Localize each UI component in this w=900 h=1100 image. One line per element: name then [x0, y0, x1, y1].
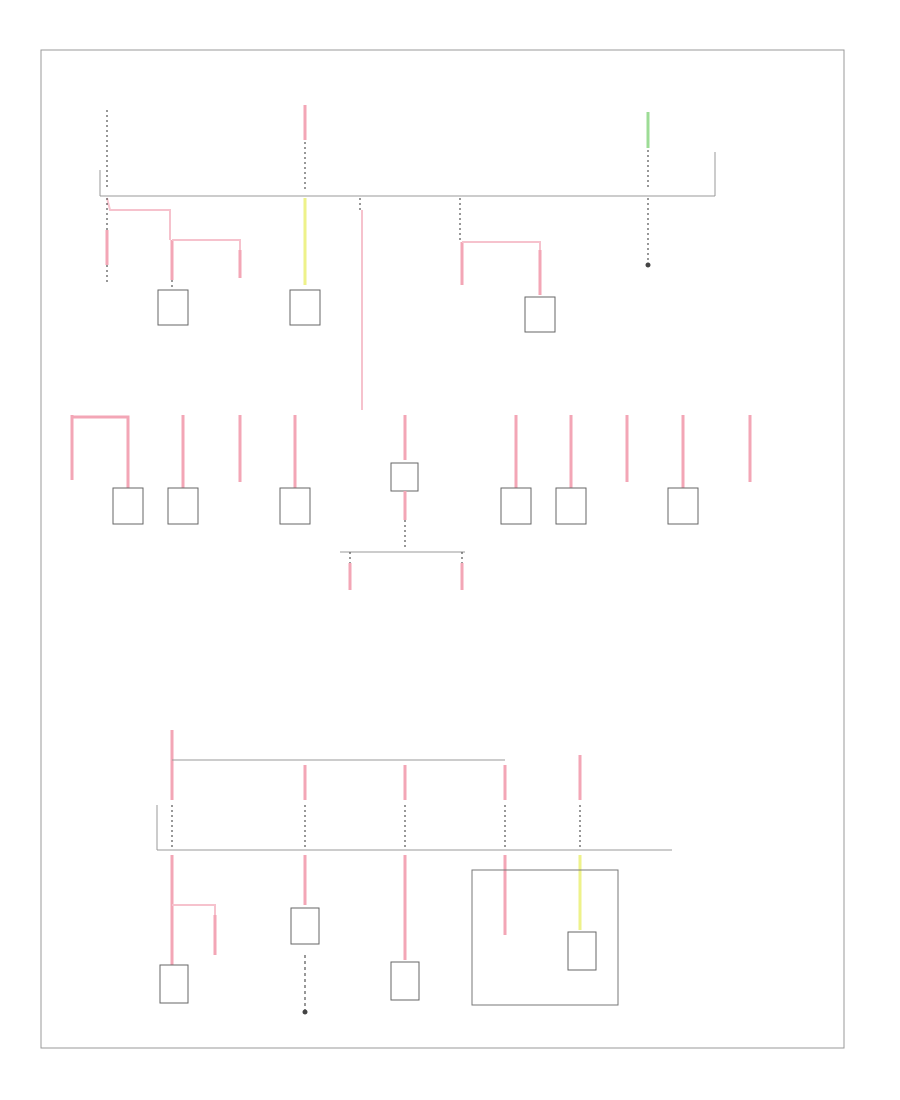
component-middle-8 [555, 487, 587, 525]
component-lower-group-box [471, 869, 619, 1006]
component-lower-5 [390, 961, 420, 1001]
component-lower-7 [567, 931, 597, 971]
component-middle-2 [112, 487, 144, 525]
component-lower-1 [159, 964, 189, 1004]
diagram-frame [40, 49, 845, 1049]
component-lower-3 [290, 907, 320, 945]
component-middle-5 [279, 487, 311, 525]
component-middle-3 [167, 487, 199, 525]
component-upper-2 [157, 289, 189, 326]
component-middle-7 [500, 487, 532, 525]
ground-symbol-lower [302, 1009, 308, 1015]
ground-symbol-upper [645, 262, 651, 268]
component-upper-6 [524, 296, 556, 333]
component-middle-10 [667, 487, 699, 525]
component-middle-6 [390, 462, 419, 492]
component-upper-4 [289, 289, 321, 326]
